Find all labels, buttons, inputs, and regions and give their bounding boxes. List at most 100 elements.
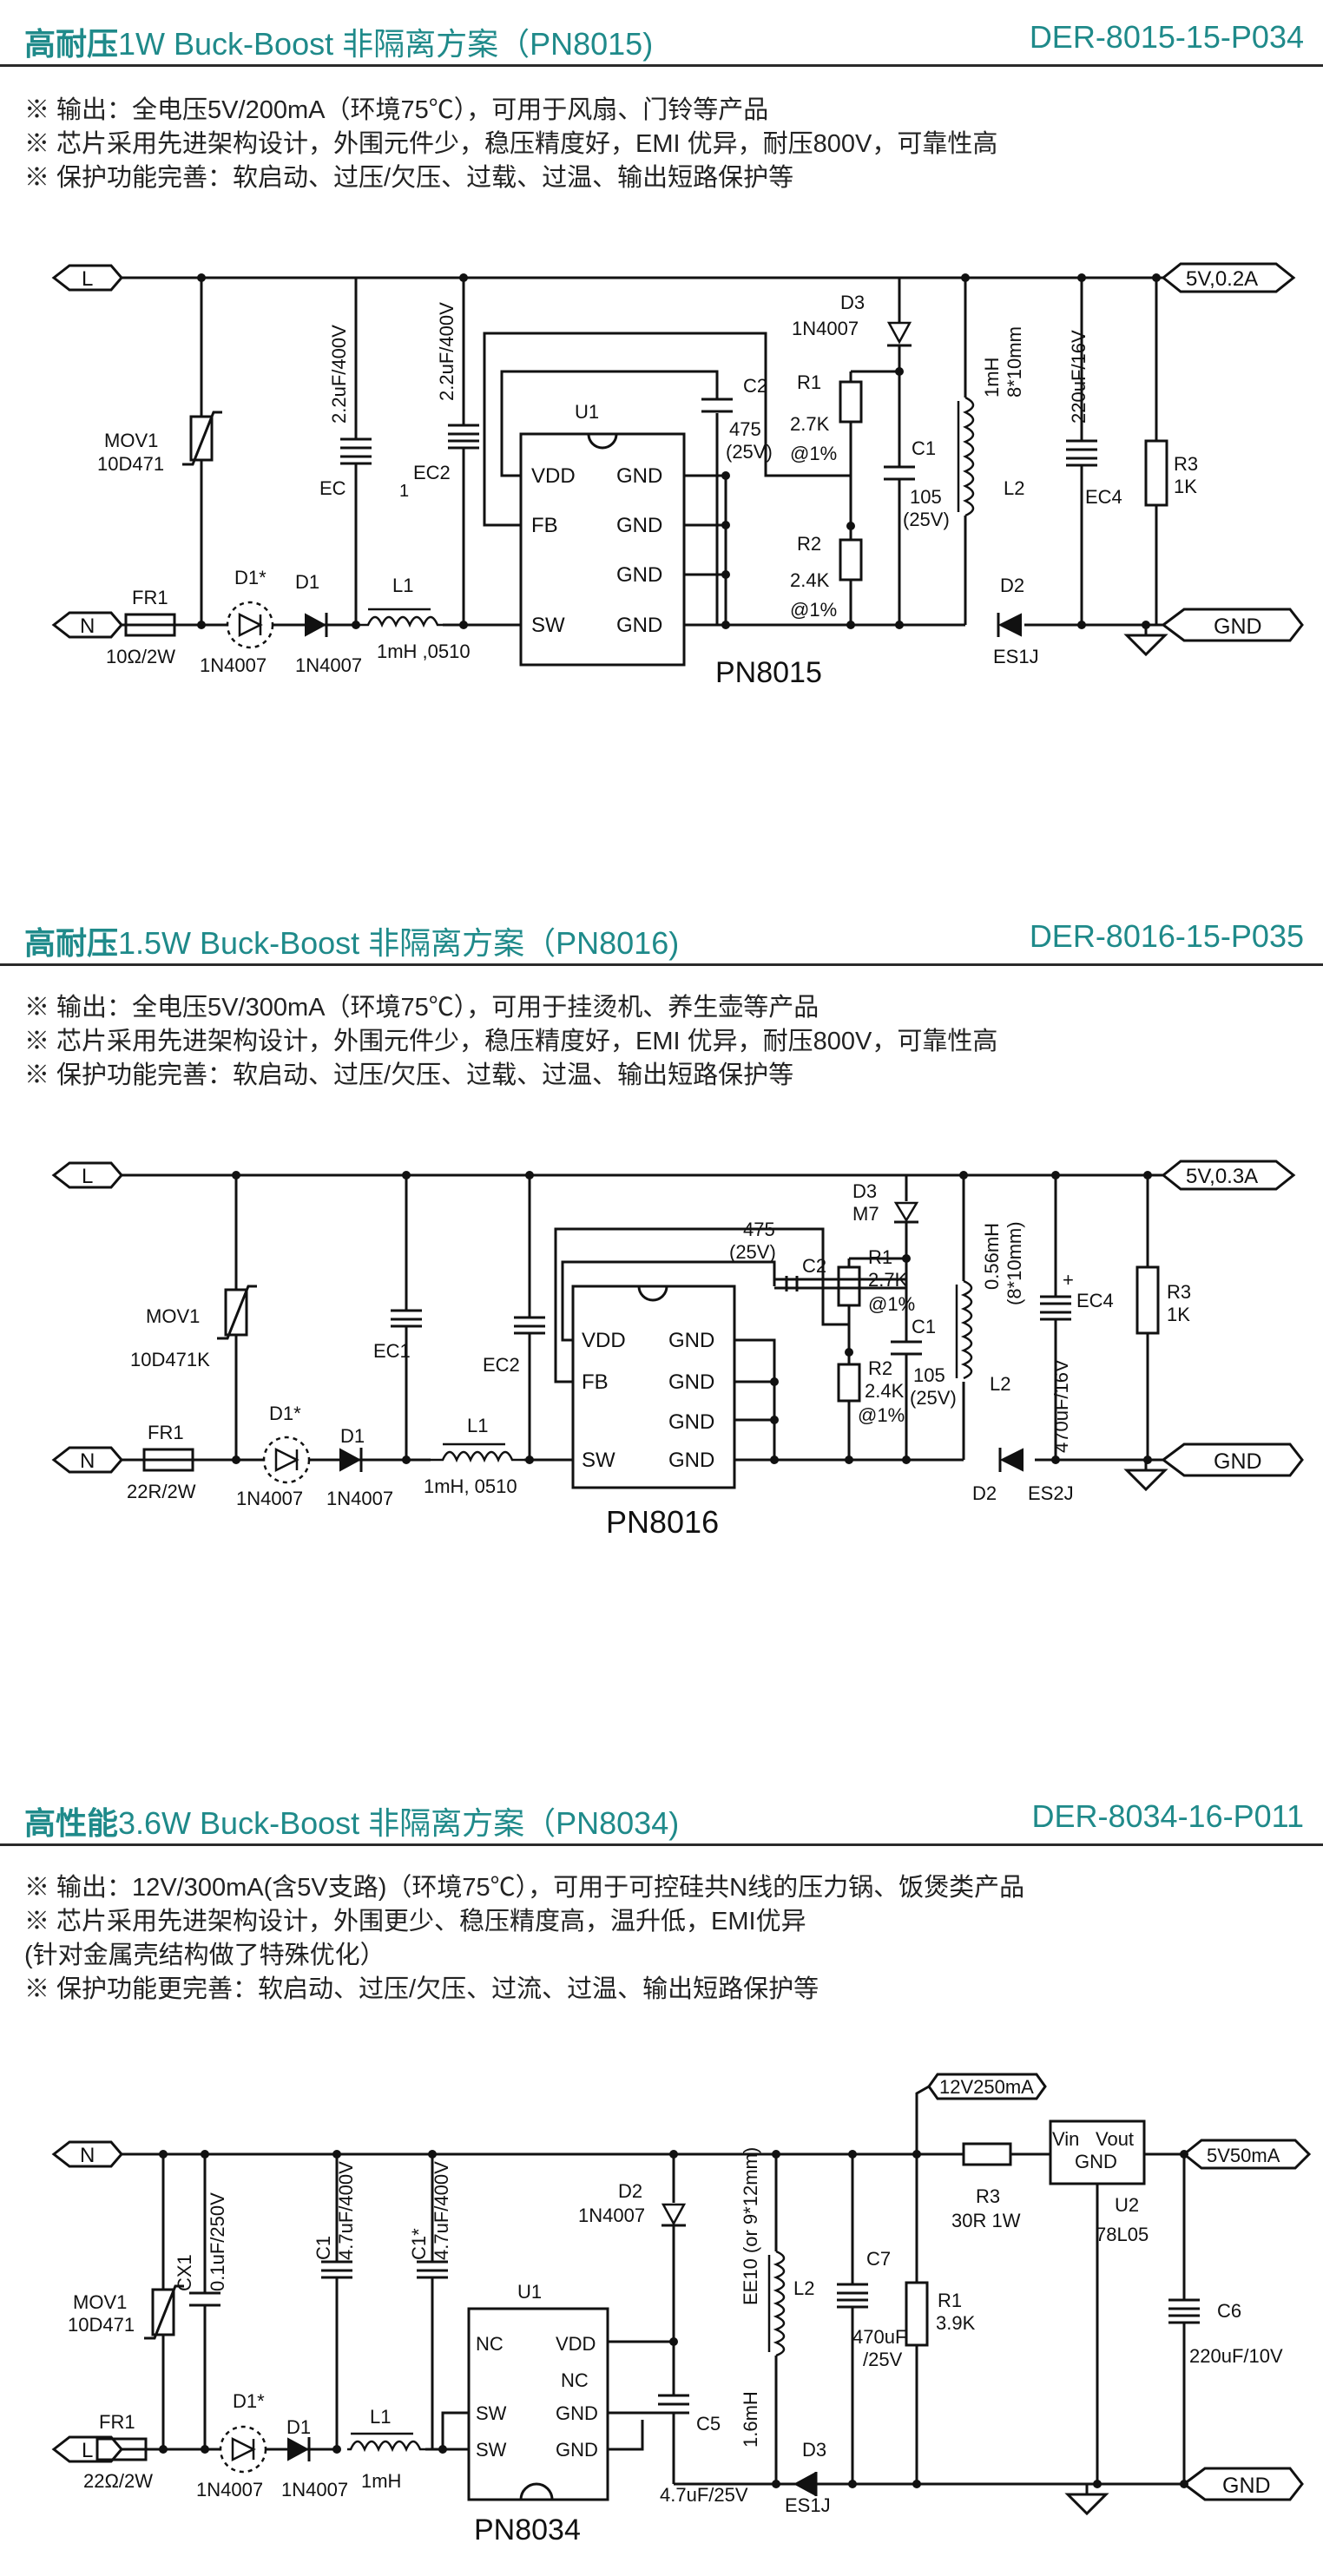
diode-d1: D1 1N4007 bbox=[281, 2416, 348, 2500]
feature-item: ※ 保护功能完善：软启动、过压/欠压、过载、过温、输出短路保护等 bbox=[24, 1061, 794, 1089]
diode-d3: D3 ES1J bbox=[785, 2439, 831, 2516]
ground-icon bbox=[1123, 625, 1168, 657]
svg-text:NC: NC bbox=[476, 2333, 504, 2355]
junction-dots bbox=[159, 2150, 1188, 2488]
svg-text:EC4: EC4 bbox=[1085, 486, 1122, 508]
junction-dots bbox=[197, 273, 1161, 629]
svg-text:470uF/16V: 470uF/16V bbox=[1050, 1359, 1072, 1453]
svg-text:4.7uF/400V: 4.7uF/400V bbox=[335, 2161, 357, 2260]
svg-text:4.7uF/25V: 4.7uF/25V bbox=[660, 2484, 748, 2506]
feature-item: ※ 输出：全电压5V/200mA（环境75℃），可用于风扇、门铃等产品 bbox=[24, 96, 769, 124]
svg-text:(25V): (25V) bbox=[910, 1387, 957, 1409]
svg-text:1N4007: 1N4007 bbox=[578, 2205, 645, 2226]
capacitor-c1: C1 105 (25V) bbox=[884, 437, 950, 625]
svg-text:10D471: 10D471 bbox=[97, 453, 164, 475]
svg-text:D3: D3 bbox=[852, 1180, 877, 1202]
capacitor-ec1: EC1 bbox=[373, 1175, 422, 1460]
capacitor-ec4: + EC4 470uF/16V bbox=[1040, 1175, 1114, 1460]
capacitor-c1-optional: C1* 4.7uF/400V bbox=[408, 2154, 452, 2449]
resistor-r3: R3 1K bbox=[1135, 1175, 1191, 1460]
svg-text:EC2: EC2 bbox=[483, 1354, 520, 1376]
fuse-resistor-fr1: FR1 10Ω/2W bbox=[106, 587, 176, 667]
svg-text:GND: GND bbox=[616, 464, 662, 488]
svg-text:2.7K: 2.7K bbox=[790, 413, 830, 435]
svg-text:GND: GND bbox=[668, 1370, 714, 1394]
svg-text:SW: SW bbox=[476, 2439, 507, 2461]
terminal-n: N bbox=[51, 2140, 123, 2168]
svg-text:EC4: EC4 bbox=[1076, 1290, 1114, 1311]
svg-text:1N4007: 1N4007 bbox=[200, 654, 267, 676]
svg-text:C1: C1 bbox=[912, 1316, 936, 1337]
svg-text:SW: SW bbox=[476, 2402, 507, 2424]
svg-text:/25V: /25V bbox=[863, 2349, 903, 2370]
svg-text:0.1uF/250V: 0.1uF/250V bbox=[207, 2192, 228, 2291]
svg-text:22Ω/2W: 22Ω/2W bbox=[83, 2470, 153, 2492]
svg-text:C7: C7 bbox=[866, 2248, 891, 2270]
svg-text:MOV1: MOV1 bbox=[104, 430, 158, 451]
diode-d3: D3 M7 bbox=[852, 1175, 919, 1342]
svg-text:L: L bbox=[82, 267, 93, 291]
svg-text:PN8034: PN8034 bbox=[474, 2514, 581, 2546]
svg-text:1N4007: 1N4007 bbox=[295, 654, 362, 676]
section-title: 高性能3.6W Buck-Boost 非隔离方案（PN8034) bbox=[24, 1805, 680, 1841]
terminal-gnd: GND bbox=[1161, 608, 1304, 642]
svg-text:@1%: @1% bbox=[868, 1293, 915, 1315]
terminal-gnd: GND bbox=[1181, 2467, 1304, 2501]
svg-text:C1: C1 bbox=[313, 2236, 334, 2260]
svg-text:(25V): (25V) bbox=[903, 509, 950, 530]
svg-text:1K: 1K bbox=[1174, 476, 1197, 497]
svg-text:FR1: FR1 bbox=[148, 1422, 184, 1443]
svg-text:L1: L1 bbox=[467, 1415, 488, 1436]
diode-d2: D2 1N4007 bbox=[578, 2154, 687, 2395]
svg-text:R3: R3 bbox=[976, 2185, 1000, 2207]
svg-text:10D471: 10D471 bbox=[68, 2314, 135, 2336]
schematic-pn8034: N L 12V250mA 5V50mA GND MOV1 10D471 CX1 … bbox=[51, 2073, 1312, 2546]
svg-text:R2: R2 bbox=[797, 533, 821, 555]
svg-text:GND: GND bbox=[1075, 2151, 1117, 2172]
varistor-mov1: MOV1 10D471 bbox=[68, 2154, 184, 2449]
schematic-pn8016: L N 5V,0.3A GND MOV1 10D471K FR1 22R/2W … bbox=[51, 1160, 1304, 1540]
svg-text:220uF/10V: 220uF/10V bbox=[1189, 2345, 1283, 2367]
svg-text:N: N bbox=[80, 614, 95, 638]
svg-text:EC: EC bbox=[319, 477, 346, 499]
capacitor-c1: C1 4.7uF/400V bbox=[313, 2154, 357, 2449]
svg-text:R1: R1 bbox=[938, 2290, 962, 2311]
svg-text:C5: C5 bbox=[696, 2413, 721, 2435]
svg-text:C2: C2 bbox=[802, 1255, 826, 1277]
diode-d1: D1 1N4007 bbox=[295, 571, 362, 676]
svg-text:2.2uF/400V: 2.2uF/400V bbox=[328, 325, 350, 424]
svg-text:D1: D1 bbox=[286, 2416, 311, 2438]
svg-text:0.56mH: 0.56mH bbox=[981, 1223, 1003, 1290]
diode-d1-optional: D1* 1N4007 bbox=[236, 1403, 311, 1509]
svg-text:Vin: Vin bbox=[1052, 2128, 1079, 2150]
regulator-u2: Vin Vout GND U2 78L05 bbox=[1049, 2119, 1149, 2484]
fuse-resistor-fr1-label: FR1 22Ω/2W bbox=[83, 2411, 153, 2492]
resistor-r1: R1 2.7K @1% bbox=[837, 1246, 915, 1352]
svg-text:NC: NC bbox=[561, 2369, 589, 2391]
svg-text:L2: L2 bbox=[990, 1373, 1010, 1395]
capacitor-c5: C5 4.7uF/25V bbox=[658, 2394, 748, 2506]
svg-text:R2: R2 bbox=[868, 1357, 892, 1379]
svg-text:GND: GND bbox=[616, 563, 662, 587]
svg-text:D1: D1 bbox=[295, 571, 319, 593]
svg-text:4.7uF/400V: 4.7uF/400V bbox=[431, 2161, 452, 2260]
svg-text:VDD: VDD bbox=[531, 464, 576, 488]
svg-text:PN8015: PN8015 bbox=[715, 656, 822, 689]
svg-text:1N4007: 1N4007 bbox=[326, 1488, 393, 1509]
svg-text:@1%: @1% bbox=[858, 1404, 905, 1426]
resistor-r1: R1 3.9K bbox=[905, 2154, 976, 2484]
svg-text:C6: C6 bbox=[1217, 2300, 1241, 2322]
svg-text:C1: C1 bbox=[912, 437, 936, 459]
svg-text:U1: U1 bbox=[575, 401, 599, 423]
svg-text:R1: R1 bbox=[797, 371, 821, 393]
svg-text:D3: D3 bbox=[802, 2439, 826, 2461]
resistor-r2: R2 2.4K @1% bbox=[790, 526, 863, 625]
svg-text:SW: SW bbox=[582, 1449, 615, 1472]
svg-text:SW: SW bbox=[531, 614, 565, 637]
svg-text:2.7K: 2.7K bbox=[868, 1269, 908, 1291]
svg-text:78L05: 78L05 bbox=[1096, 2224, 1149, 2245]
terminal-output: 5V,0.2A bbox=[1161, 262, 1296, 293]
svg-text:2.4K: 2.4K bbox=[790, 569, 830, 591]
svg-text:GND: GND bbox=[668, 1410, 714, 1434]
svg-text:D1*: D1* bbox=[233, 2390, 265, 2412]
